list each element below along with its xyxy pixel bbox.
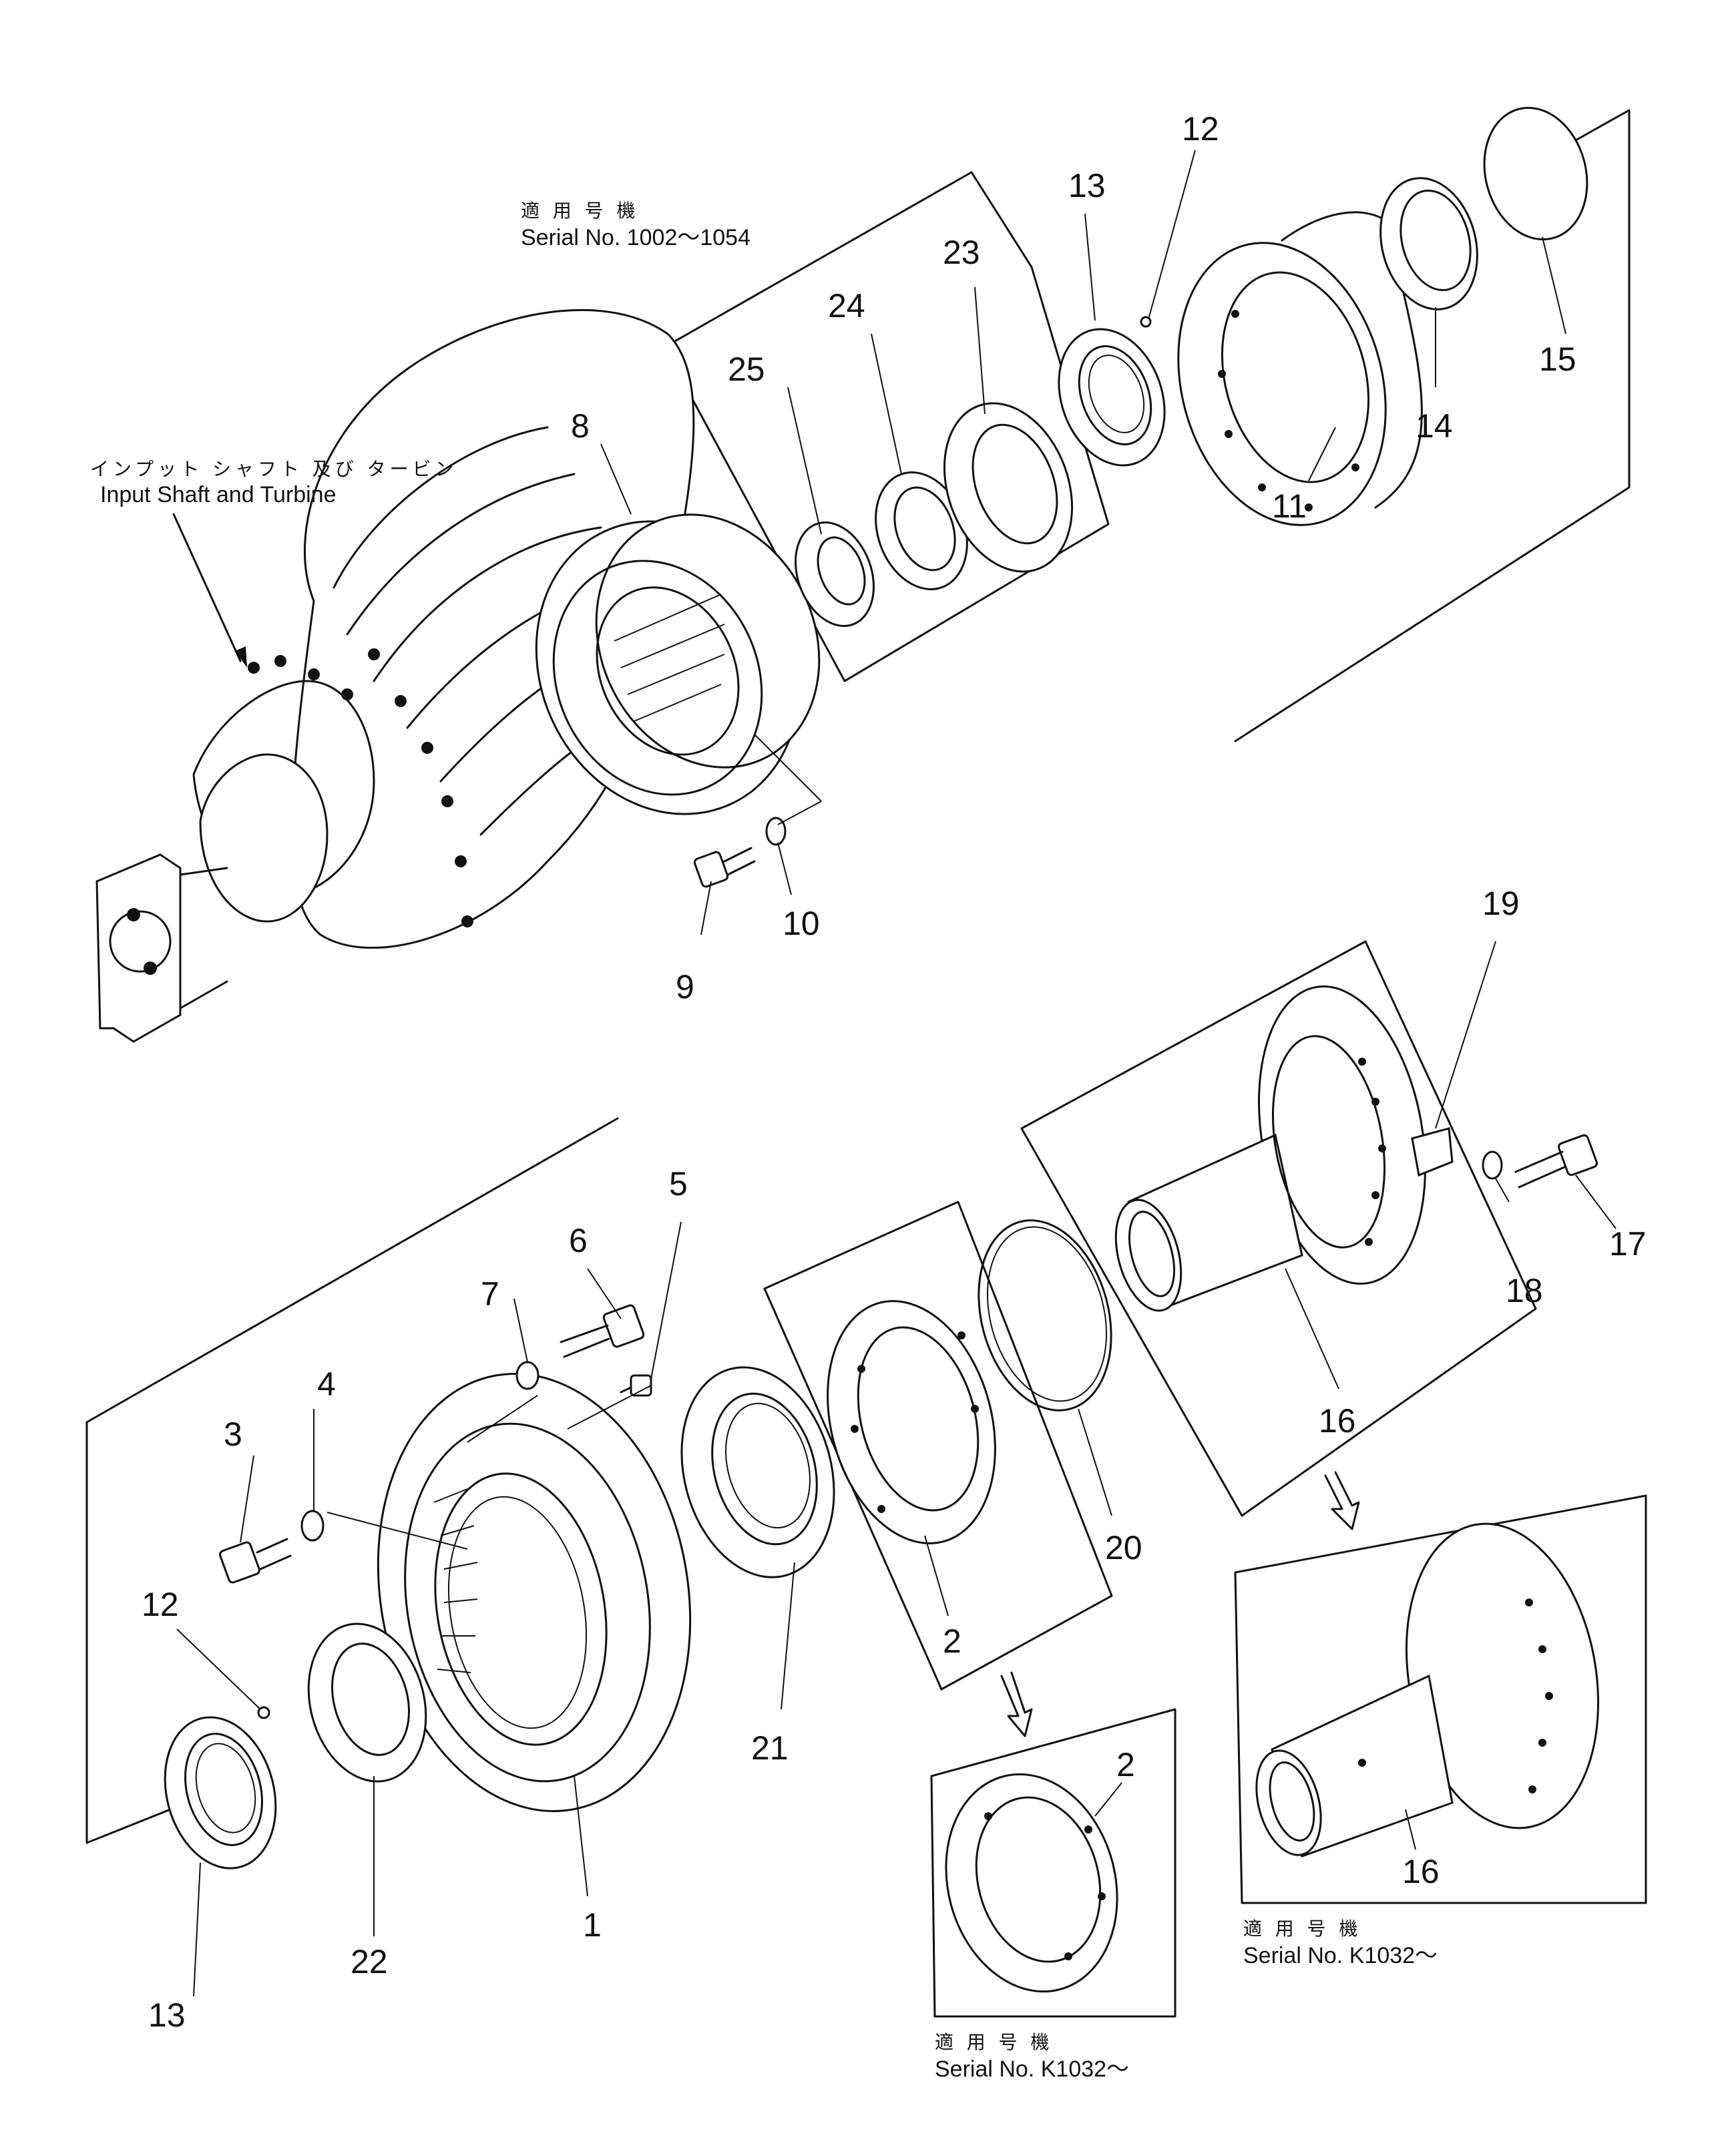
part-1-housing xyxy=(377,1373,692,1812)
label-part-13-top: 13 xyxy=(1068,167,1106,204)
label-part-8: 8 xyxy=(571,407,590,445)
input-shaft-label-jp: インプット シャフト 及び タービン xyxy=(90,459,458,479)
part-25-lock-plate xyxy=(795,521,875,627)
part-23-thrust-plate xyxy=(943,402,1074,573)
part-10-washer xyxy=(765,817,787,846)
label-part-23: 23 xyxy=(943,234,980,271)
part-18-washer xyxy=(1482,1150,1503,1180)
part-12-pin-bottom xyxy=(257,1706,270,1719)
part-3-bolt xyxy=(219,1538,292,1584)
part-13-nut-bottom xyxy=(164,1716,277,1870)
label-part-5: 5 xyxy=(669,1165,688,1203)
label-part-25: 25 xyxy=(728,351,765,388)
input-shaft-and-turbine xyxy=(95,308,695,1043)
part-7-washer xyxy=(515,1361,540,1390)
part-20-o-ring xyxy=(978,1219,1112,1412)
leader-lines-bottom xyxy=(176,941,1617,1997)
part-2-retainer xyxy=(827,1300,996,1544)
label-part-22: 22 xyxy=(351,1943,388,1980)
leader-lines-top xyxy=(600,150,1566,935)
inset-16-serial: Serial No. K1032～ xyxy=(1243,1943,1438,1968)
input-shaft-arrow xyxy=(235,646,247,668)
part-5-plug xyxy=(620,1374,652,1397)
label-part-24: 24 xyxy=(828,287,865,325)
label-part-19: 19 xyxy=(1482,885,1520,922)
part-22-lock-plate xyxy=(307,1623,427,1783)
part-15-snap-ring xyxy=(1483,106,1588,241)
inset-2-part-number: 2 xyxy=(1116,1746,1135,1783)
label-part-16: 16 xyxy=(1319,1402,1356,1440)
label-part-1: 1 xyxy=(583,1906,602,1944)
label-part-17: 17 xyxy=(1609,1225,1647,1263)
part-4-washer xyxy=(300,1510,325,1542)
part-16-shaft-hub xyxy=(1114,985,1426,1312)
part-12-pin-top xyxy=(1140,316,1152,328)
part-20-o-ring-inner xyxy=(986,1226,1108,1402)
label-part-12-top: 12 xyxy=(1182,110,1219,148)
label-part-9: 9 xyxy=(676,968,694,1006)
label-part-15: 15 xyxy=(1539,341,1576,378)
label-part-13-bottom: 13 xyxy=(148,1996,186,2034)
header-note-serial: Serial No. 1002～1054 xyxy=(521,225,750,250)
label-part-6: 6 xyxy=(569,1222,588,1259)
label-part-7: 7 xyxy=(481,1275,499,1313)
part-14-bearing-race xyxy=(1379,177,1478,310)
arrow-to-inset-16 xyxy=(1324,1471,1360,1530)
inset-2-serial: Serial No. K1032～ xyxy=(935,2057,1129,2082)
label-part-12-bottom: 12 xyxy=(142,1586,179,1623)
label-part-11: 11 xyxy=(1272,487,1307,525)
group-outline-part-2 xyxy=(763,1201,1113,1691)
arrow-to-inset-2 xyxy=(1000,1671,1033,1737)
label-part-10: 10 xyxy=(783,905,820,942)
input-shaft-leader xyxy=(172,513,242,662)
label-part-4: 4 xyxy=(317,1365,336,1403)
group-outline-bottom-left xyxy=(85,1117,619,1424)
inset-part-16 xyxy=(1234,1494,1647,1904)
label-part-21: 21 xyxy=(751,1729,789,1767)
part-13-nut-top xyxy=(1058,328,1166,467)
part-8-ring-gear xyxy=(535,513,821,815)
part-6-bolt xyxy=(560,1304,645,1358)
part-21-bearing xyxy=(680,1366,835,1578)
part-24-spline-washer xyxy=(875,471,968,590)
group-outline-right xyxy=(1234,109,1631,742)
label-part-2: 2 xyxy=(943,1623,961,1660)
inset-16-jp: 適 用 号 機 xyxy=(1243,1918,1361,1939)
label-part-18: 18 xyxy=(1506,1272,1543,1309)
inset-2-jp: 適 用 号 機 xyxy=(935,2032,1053,2053)
label-part-3: 3 xyxy=(224,1416,242,1453)
header-note-jp: 適 用 号 機 xyxy=(521,200,639,221)
label-part-20: 20 xyxy=(1105,1529,1142,1566)
part-9-bolt xyxy=(693,847,756,888)
label-part-14: 14 xyxy=(1416,407,1453,445)
group-outline-part-16 xyxy=(1020,940,1537,1517)
input-shaft-label-en: Input Shaft and Turbine xyxy=(100,482,336,507)
part-19-plug xyxy=(1411,1127,1454,1177)
part-17-bolt xyxy=(1514,1134,1598,1189)
part-11-carrier xyxy=(1177,211,1423,526)
inset-part-2 xyxy=(930,1708,1176,2018)
inset-16-part-number: 16 xyxy=(1402,1853,1440,1890)
